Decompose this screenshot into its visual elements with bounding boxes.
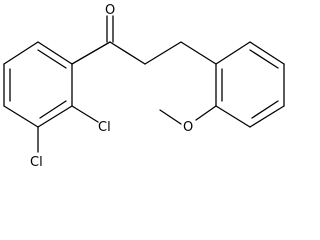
ring-bond: [3, 105, 39, 128]
ring-bond: [249, 105, 285, 128]
carbonyl-oxygen-label: O: [105, 3, 115, 18]
molecule-structure: O Cl Cl O: [3, 3, 285, 170]
methoxy-bond: [195, 105, 217, 121]
chlorine-3-label: Cl: [30, 155, 43, 170]
ring-bond: [37, 105, 73, 128]
ring-bond: [215, 105, 251, 128]
structure-canvas: O Cl Cl O: [3, 3, 285, 170]
ring-bond: [3, 41, 39, 65]
ring-double-bond: [249, 49, 279, 69]
ring-double-bond: [251, 100, 279, 119]
chain-bond: [144, 41, 182, 65]
cl-bond-2: [71, 105, 99, 123]
methoxy-oxygen-label: O: [183, 120, 193, 135]
chlorine-2-label: Cl: [98, 120, 111, 135]
chain-to-ring-bond: [180, 41, 217, 65]
ring-bond: [215, 41, 251, 65]
ring-double-bond: [39, 100, 67, 119]
ring-bond: [249, 41, 285, 65]
ring-bond: [37, 41, 73, 65]
dichlorophenyl-ring: [3, 41, 73, 128]
chain-bond: [109, 41, 146, 65]
methyl-bond: [159, 109, 182, 125]
methoxyphenyl-ring: [215, 41, 285, 128]
ring-double-bond: [37, 49, 67, 69]
ring-to-carbonyl-bond: [71, 41, 111, 65]
